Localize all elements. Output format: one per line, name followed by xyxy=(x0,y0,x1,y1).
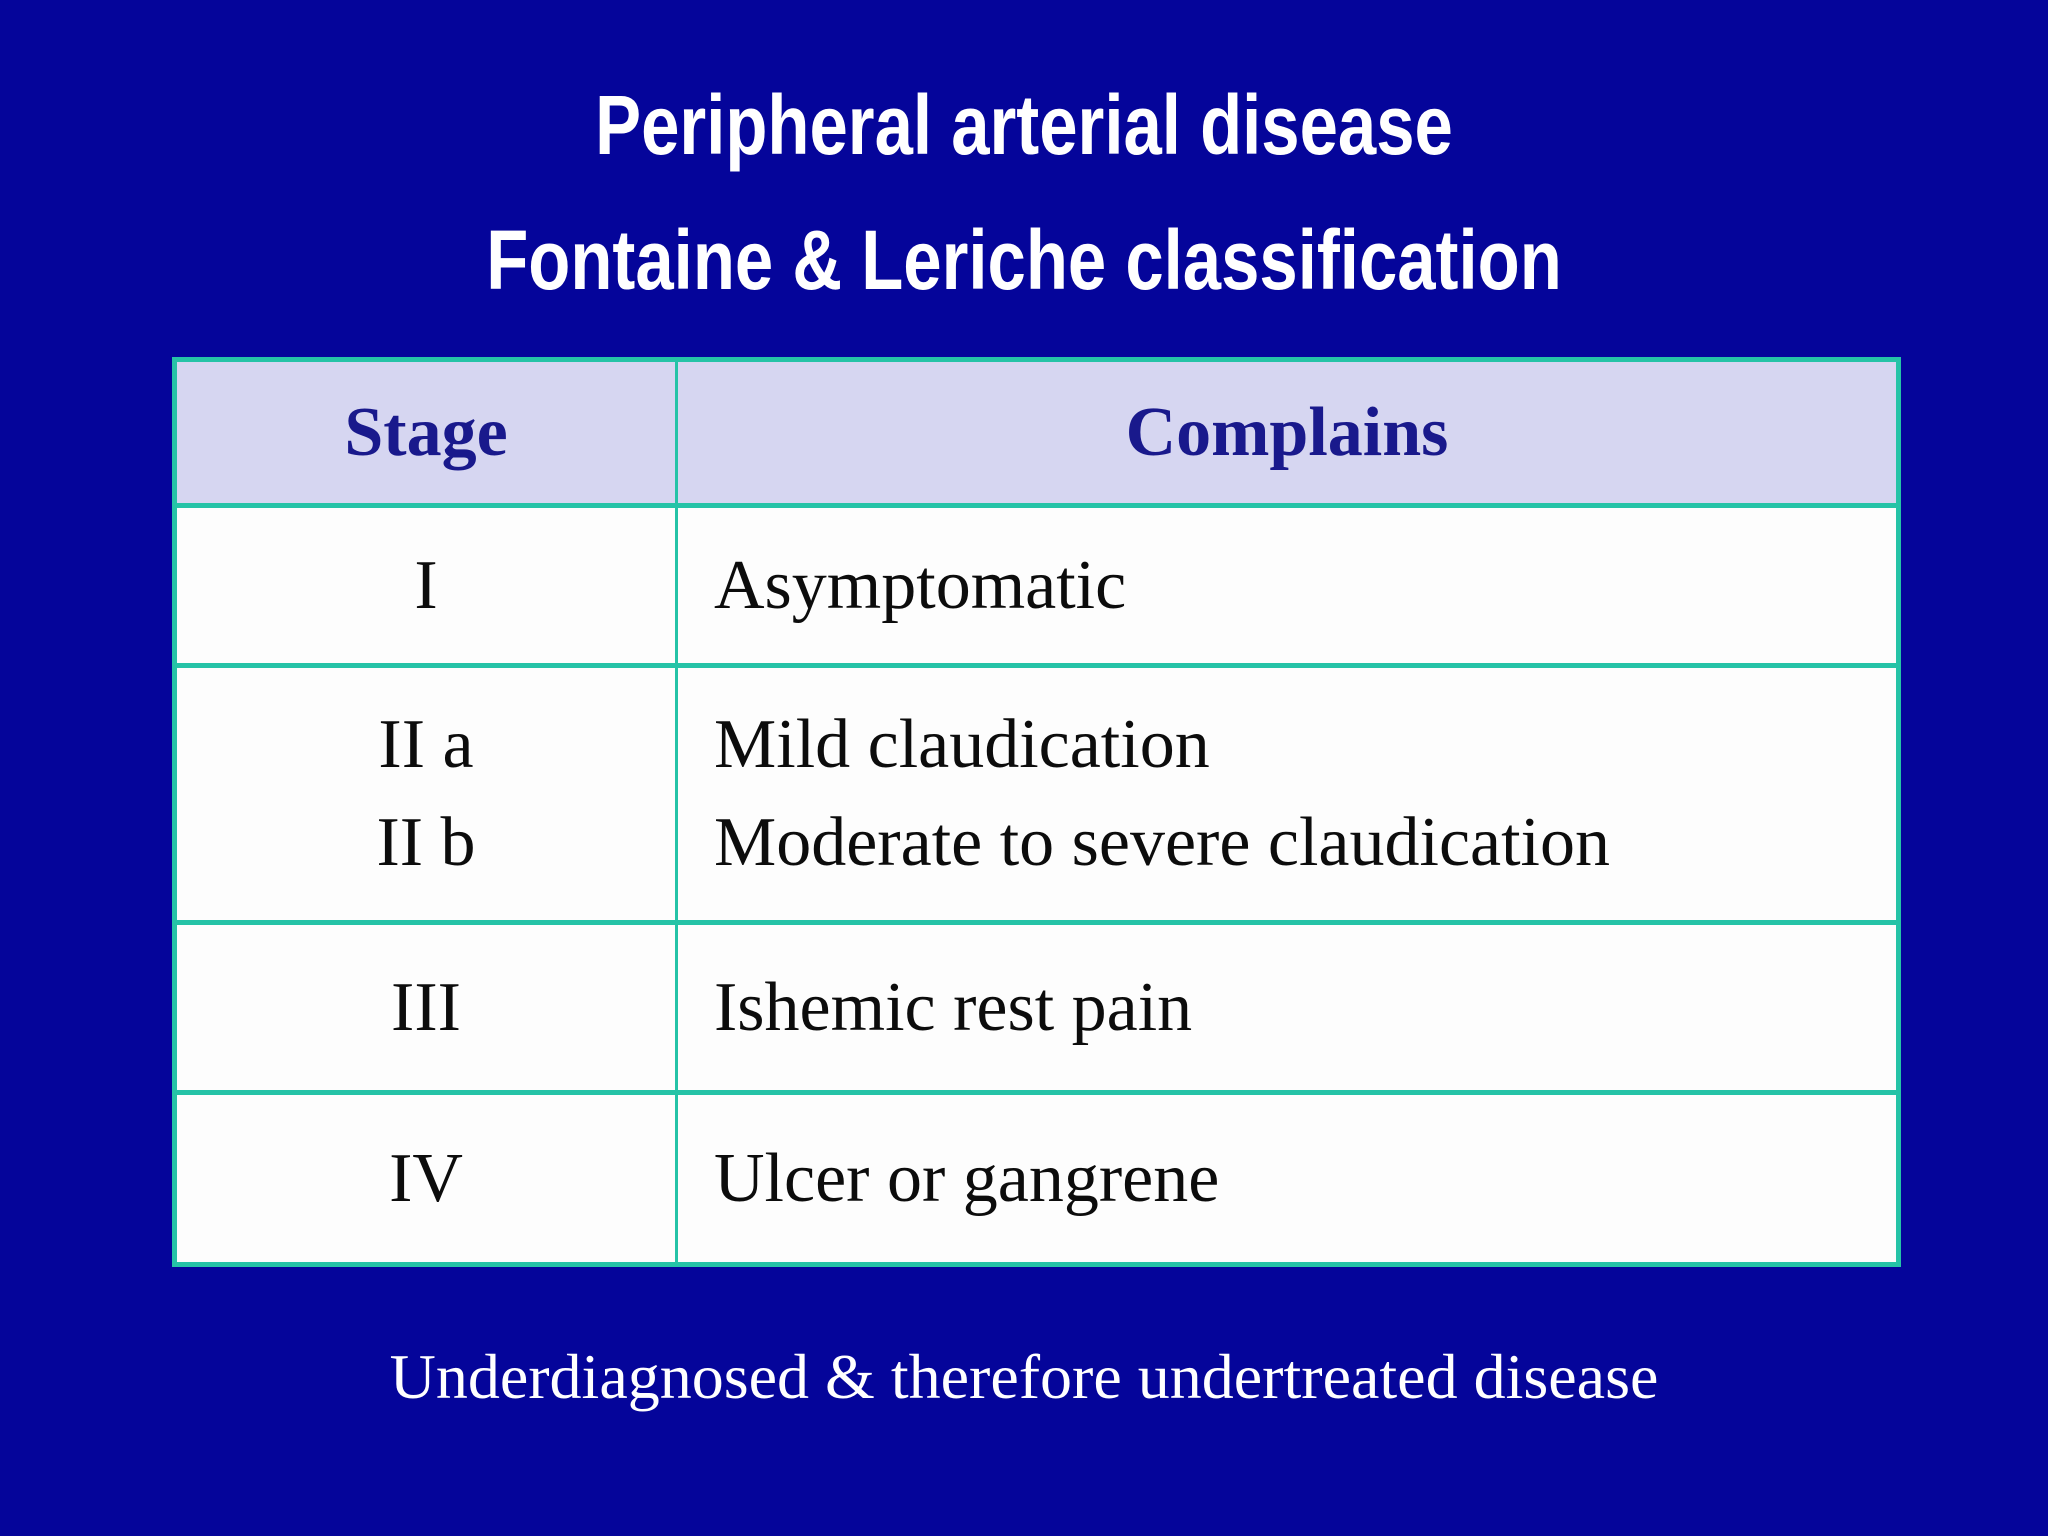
stage-cell: III xyxy=(172,920,678,1095)
complains-cell: Ulcer or gangrene xyxy=(675,1090,1901,1267)
table-row-stage-4: IV Ulcer or gangrene xyxy=(172,1090,1901,1267)
stage-line-2b: II b xyxy=(376,804,476,881)
complains-line-2b: Moderate to severe claudication xyxy=(714,804,1610,881)
complains-cell: Mild claudication Moderate to severe cla… xyxy=(675,663,1901,925)
stage-cell: IV xyxy=(172,1090,678,1267)
complains-line-2a: Mild claudication xyxy=(714,706,1210,783)
slide-title: Peripheral arterial disease Fontaine & L… xyxy=(0,58,2048,328)
table-row-stage-1: I Asymptomatic xyxy=(172,503,1901,668)
classification-table: Stage Complains I Asymptomatic II a II b… xyxy=(172,357,1901,1267)
table-header-row: Stage Complains xyxy=(172,357,1901,508)
complains-column-header: Complains xyxy=(675,357,1901,508)
complains-cell: Asymptomatic xyxy=(675,503,1901,668)
stage-cell: I xyxy=(172,503,678,668)
table-row-stage-3: III Ishemic rest pain xyxy=(172,920,1901,1095)
stage-column-header: Stage xyxy=(172,357,678,508)
stage-cell: II a II b xyxy=(172,663,678,925)
complains-cell: Ishemic rest pain xyxy=(675,920,1901,1095)
slide-title-line-1: Peripheral arterial disease xyxy=(595,78,1453,172)
footer-note: Underdiagnosed & therefore undertreated … xyxy=(389,1341,1659,1412)
slide-title-line-2: Fontaine & Leriche classification xyxy=(486,213,1562,307)
stage-line-2a: II a xyxy=(378,706,474,783)
table-row-stage-2: II a II b Mild claudication Moderate to … xyxy=(172,663,1901,925)
